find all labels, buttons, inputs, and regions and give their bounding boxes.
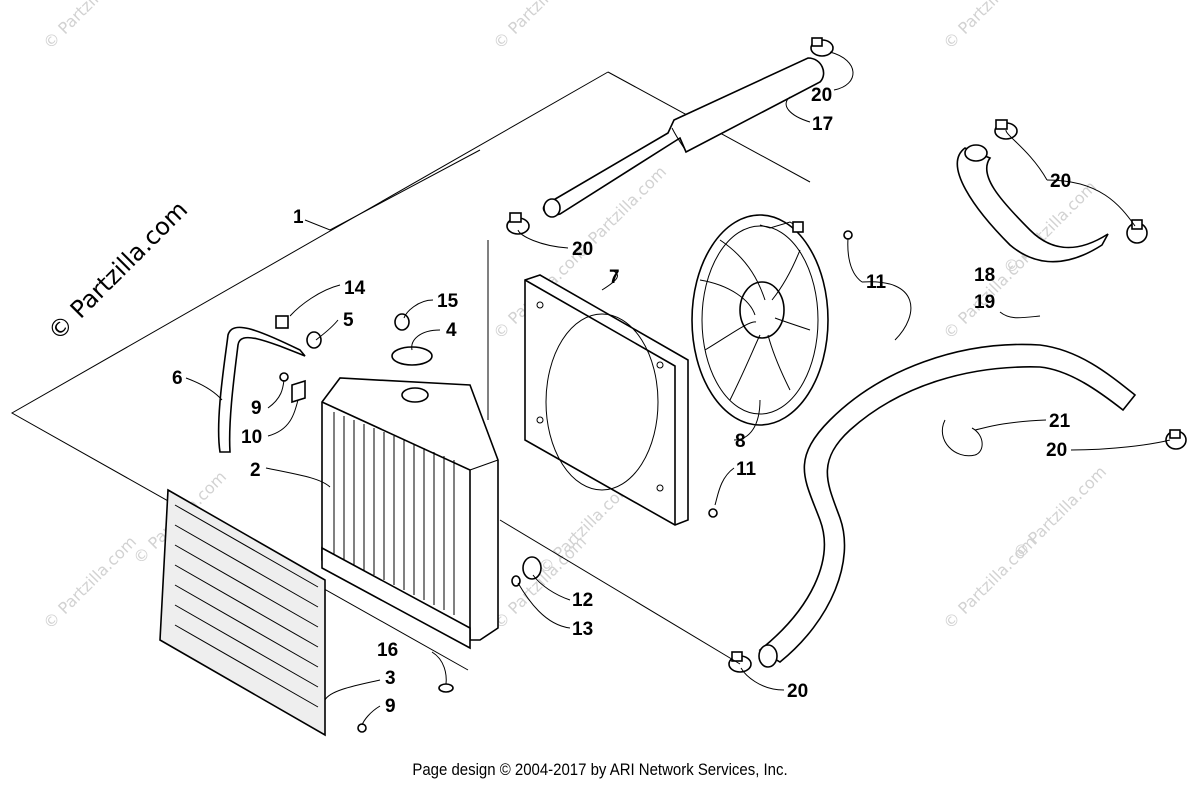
overflow-hose xyxy=(217,326,306,453)
clamp-right-low xyxy=(1165,429,1187,450)
callout-5: 5 xyxy=(343,310,354,331)
watermark: © Partzilla.com xyxy=(1009,462,1110,563)
screw-9-lower xyxy=(357,723,367,733)
callout-1: 1 xyxy=(293,207,304,228)
clamp-upper-left xyxy=(506,212,530,235)
callout-7: 7 xyxy=(609,267,620,288)
callout-17: 17 xyxy=(812,114,833,135)
leader-lines xyxy=(185,51,1171,726)
grommet-15 xyxy=(394,313,410,331)
hose-clamps xyxy=(506,37,1187,673)
callout-labels: 1 2 3 4 5 6 7 8 9 9 10 11 11 12 13 14 15… xyxy=(172,85,1071,717)
callout-18: 18 xyxy=(974,265,995,286)
callout-11: 11 xyxy=(866,272,887,293)
fan-shroud xyxy=(524,274,689,526)
clamp-bottom xyxy=(728,651,752,673)
upper-hose xyxy=(542,57,825,218)
callout-20-right-low: 20 xyxy=(1046,440,1067,461)
screw-11-upper xyxy=(843,230,853,240)
callout-20-bottom: 20 xyxy=(787,681,808,702)
callout-14: 14 xyxy=(344,278,366,299)
callout-12: 12 xyxy=(572,590,593,611)
callout-15: 15 xyxy=(437,291,459,312)
radiator-fins xyxy=(333,412,455,615)
watermark: © Partzilla.com xyxy=(939,0,1040,53)
bolt-14 xyxy=(275,315,289,329)
callout-2: 2 xyxy=(250,460,261,481)
bracket-10 xyxy=(291,379,306,404)
callout-9: 9 xyxy=(251,398,262,419)
callout-20-right-top: 20 xyxy=(1050,171,1071,192)
callout-11-lower: 11 xyxy=(736,459,757,480)
callout-16: 16 xyxy=(377,640,398,661)
callout-13: 13 xyxy=(572,619,593,640)
small-parts xyxy=(275,230,853,733)
watermark: © Partzilla.com xyxy=(39,0,140,53)
clamp-right-top xyxy=(994,119,1018,140)
cooling-fan xyxy=(691,214,829,426)
grommet-5 xyxy=(306,331,322,349)
grommet-16 xyxy=(438,683,454,693)
callout-20-upper-left: 20 xyxy=(572,239,593,260)
hose-19 xyxy=(758,343,1137,663)
clamp-right-mid xyxy=(1126,219,1148,244)
screw-11-lower xyxy=(708,508,718,518)
callout-6: 6 xyxy=(172,368,183,389)
screw-9 xyxy=(279,372,289,382)
callout-8: 8 xyxy=(735,431,746,452)
watermark: © Partzilla.com xyxy=(489,0,590,53)
drain-plug-12 xyxy=(522,556,542,580)
radiator-screen xyxy=(159,488,326,737)
callout-9-lower: 9 xyxy=(385,696,396,717)
callout-4: 4 xyxy=(446,320,457,341)
callout-19: 19 xyxy=(974,292,995,313)
clamp-top xyxy=(810,37,834,57)
callout-21: 21 xyxy=(1049,411,1071,432)
watermark-large: © Partzilla.com xyxy=(42,195,193,346)
hose-18-end xyxy=(964,144,988,162)
callout-10: 10 xyxy=(241,427,262,448)
hose-19-end xyxy=(758,644,778,668)
radiator xyxy=(321,346,499,650)
callout-3: 3 xyxy=(385,668,396,689)
hose-ring xyxy=(941,419,983,457)
watermark: © Partzilla.com xyxy=(39,532,140,633)
callout-20-top: 20 xyxy=(811,85,832,106)
copyright-footer: Page design © 2004-2017 by ARI Network S… xyxy=(412,760,788,779)
